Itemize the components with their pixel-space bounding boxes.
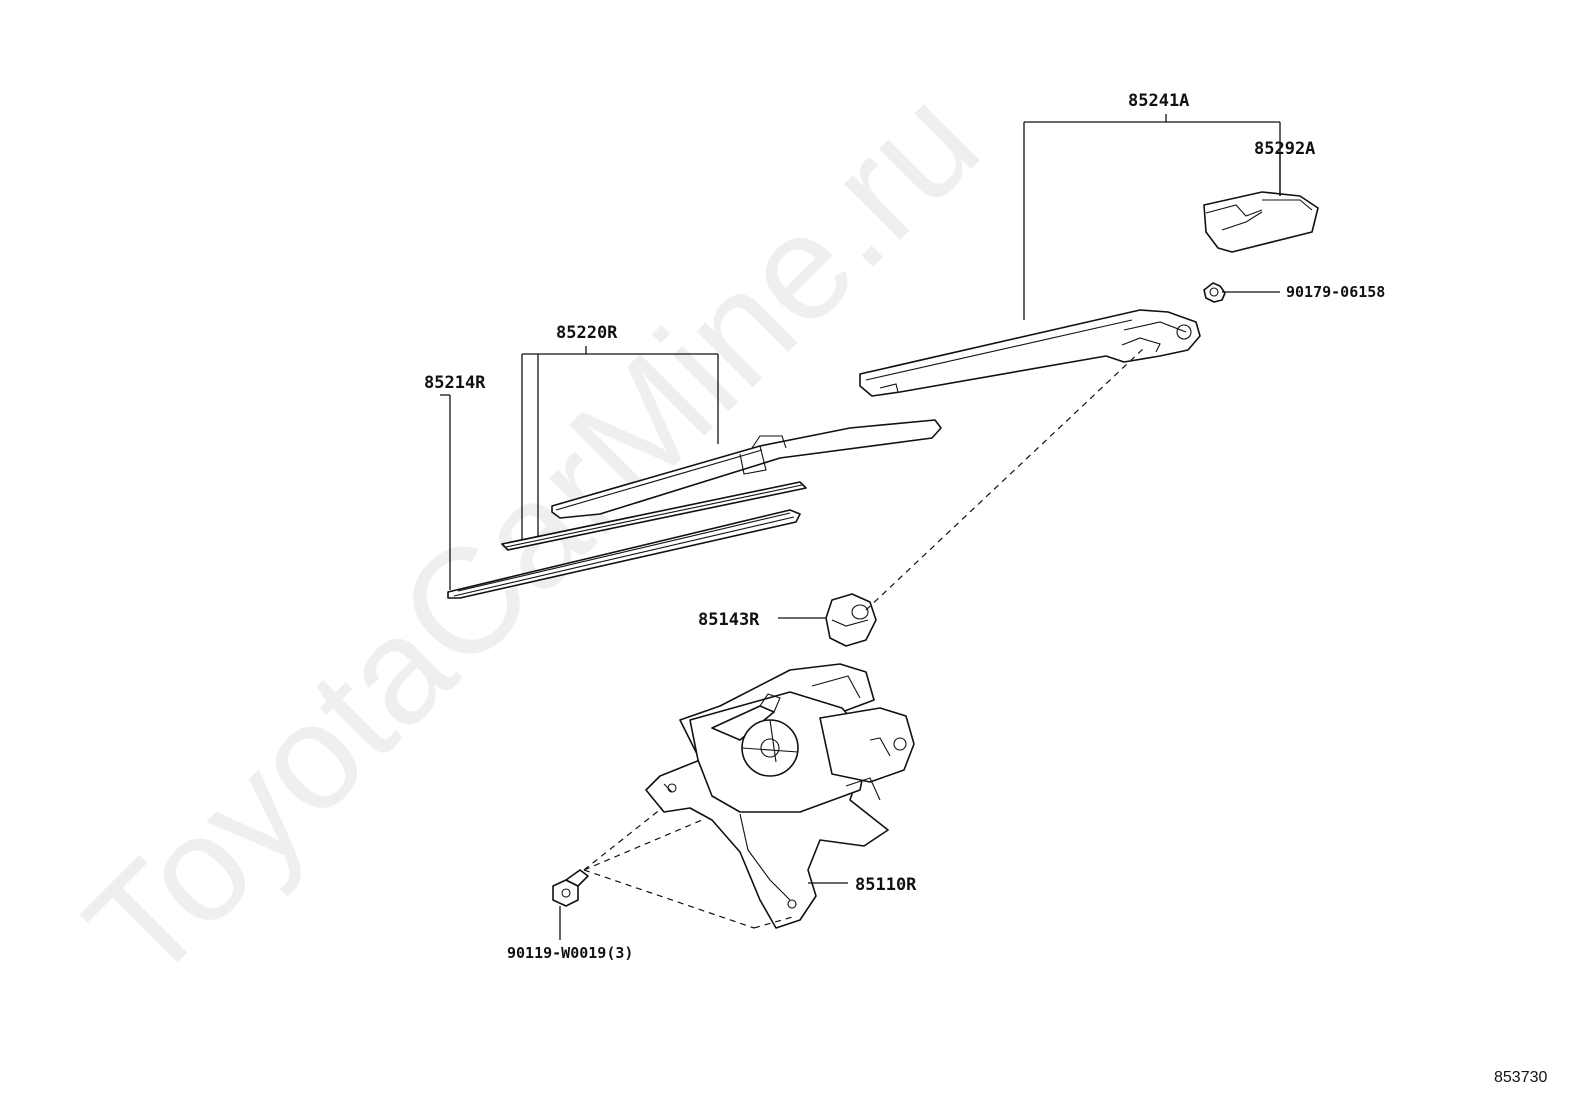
diagram-code: 853730 <box>1494 1069 1547 1086</box>
pivot-cap-part <box>825 593 877 647</box>
bolt-part <box>552 869 589 907</box>
wiper-motor-part <box>645 663 915 929</box>
wiper-blade-part <box>501 419 942 551</box>
watermark: ToyotaCarMine.ru <box>54 57 1010 1013</box>
blade-rubber-part <box>447 509 801 599</box>
label-90179-06158: 90179-06158 <box>1286 283 1385 301</box>
wiper-arm-part <box>859 309 1201 397</box>
label-85241A: 85241A <box>1128 91 1189 111</box>
assembly-lines <box>583 347 1145 929</box>
label-85143R: 85143R <box>698 610 760 630</box>
label-85214R: 85214R <box>424 373 486 393</box>
label-90119-W0019: 90119-W0019(3) <box>507 944 633 962</box>
label-85292A: 85292A <box>1254 139 1315 159</box>
label-85220R: 85220R <box>556 323 618 343</box>
nut-part <box>1203 282 1226 303</box>
label-85110R: 85110R <box>855 875 917 895</box>
arm-cap-part <box>1203 191 1319 253</box>
leader-lines <box>440 114 1281 940</box>
